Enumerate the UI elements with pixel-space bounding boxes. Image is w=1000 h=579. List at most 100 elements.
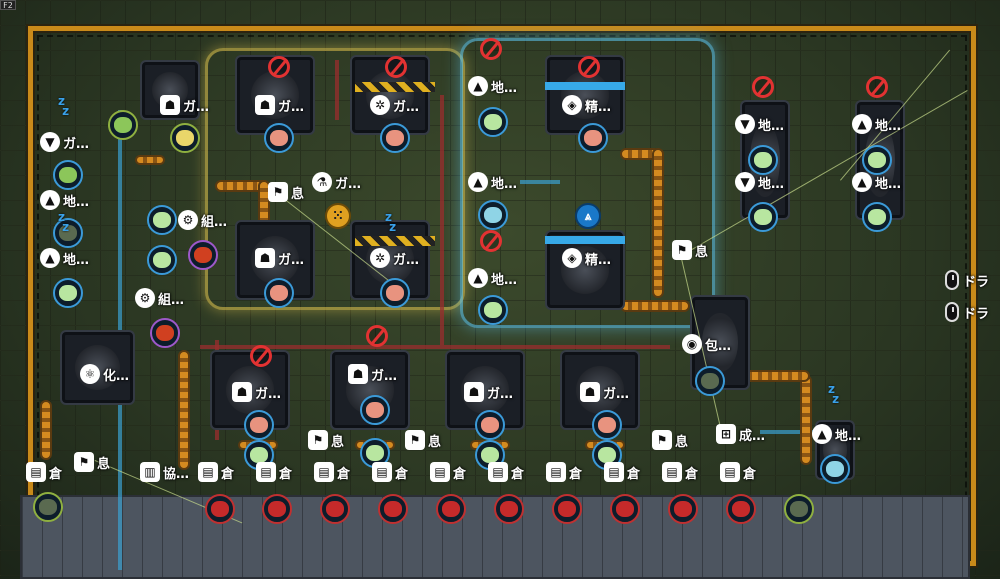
machine-label[interactable]: ▲地… bbox=[40, 248, 89, 268]
sleep-icon: z z bbox=[58, 210, 70, 234]
machine-label[interactable]: ☗ガ… bbox=[348, 364, 397, 384]
drag-control[interactable]: ドラ bbox=[945, 270, 989, 290]
beast-icon: ☗ bbox=[580, 382, 600, 402]
machine-label[interactable]: ☗ガ… bbox=[255, 248, 304, 268]
drill-icon: ✲ bbox=[370, 95, 390, 115]
machine-label[interactable]: ◈精… bbox=[562, 95, 611, 115]
storage-icon: ▤ bbox=[198, 462, 218, 482]
hazard-stripe bbox=[355, 82, 435, 92]
resource-icon bbox=[748, 202, 778, 232]
resource-icon bbox=[264, 278, 294, 308]
machine-label[interactable]: ▲地… bbox=[812, 424, 861, 444]
storage-label[interactable]: ▤倉 bbox=[256, 462, 292, 482]
resource-icon bbox=[108, 110, 138, 140]
resource-icon bbox=[150, 318, 180, 348]
disabled-icon[interactable] bbox=[752, 76, 774, 98]
rest-label[interactable]: ⚑息 bbox=[308, 430, 344, 450]
beast-icon: ☗ bbox=[255, 248, 275, 268]
machine-label[interactable]: ⚗ガ… bbox=[312, 172, 361, 192]
machine-label[interactable]: ◈精… bbox=[562, 248, 611, 268]
disabled-icon[interactable] bbox=[385, 56, 407, 78]
rest-icon: ⚑ bbox=[308, 430, 328, 450]
machine-label[interactable]: ☗ガ… bbox=[580, 382, 629, 402]
resource-icon bbox=[147, 245, 177, 275]
storage-label[interactable]: ▤倉 bbox=[314, 462, 350, 482]
disabled-icon[interactable] bbox=[366, 325, 388, 347]
disabled-icon[interactable] bbox=[480, 38, 502, 60]
rest-label[interactable]: ⚑息 bbox=[652, 430, 688, 450]
resource-icon bbox=[53, 218, 83, 248]
hazard-stripe bbox=[355, 236, 435, 246]
resource-icon bbox=[862, 202, 892, 232]
machine-label[interactable]: ⚙組… bbox=[135, 288, 184, 308]
resource-icon bbox=[748, 145, 778, 175]
machine-label[interactable]: ◉包… bbox=[682, 334, 731, 354]
resource-icon bbox=[695, 366, 725, 396]
storage-label[interactable]: ▤倉 bbox=[372, 462, 408, 482]
mountain-icon: ▲ bbox=[852, 114, 872, 134]
rest-label[interactable]: ⚑息 bbox=[405, 430, 441, 450]
machine-label[interactable]: ▲地… bbox=[852, 114, 901, 134]
resource-icon bbox=[552, 494, 582, 524]
storage-label[interactable]: ▤倉 bbox=[720, 462, 756, 482]
drag-control[interactable]: ドラ bbox=[945, 302, 989, 322]
chem-icon: ⚛ bbox=[80, 364, 100, 384]
machine-label[interactable]: ⚛化… bbox=[80, 364, 129, 384]
storage-icon: ▤ bbox=[26, 462, 46, 482]
rest-label[interactable]: ⚑息 bbox=[672, 240, 708, 260]
storage-label[interactable]: ▤倉 bbox=[488, 462, 524, 482]
power-node-icon[interactable]: ⁙ bbox=[325, 203, 351, 229]
power-node-icon[interactable]: ⩓ bbox=[575, 203, 601, 229]
rest-label[interactable]: ⚑息 bbox=[268, 182, 304, 202]
resource-icon bbox=[170, 123, 200, 153]
storage-label[interactable]: ▤倉 bbox=[198, 462, 234, 482]
machine-label[interactable]: ☗ガ… bbox=[160, 95, 209, 115]
resource-icon bbox=[610, 494, 640, 524]
machine-label[interactable]: ☗ガ… bbox=[255, 95, 304, 115]
resource-icon bbox=[188, 240, 218, 270]
beast-icon: ☗ bbox=[232, 382, 252, 402]
disabled-icon[interactable] bbox=[268, 56, 290, 78]
machine-label[interactable]: ▲地… bbox=[468, 76, 517, 96]
storage-label[interactable]: ▤倉 bbox=[546, 462, 582, 482]
resource-icon bbox=[820, 454, 850, 484]
pack-icon: ◉ bbox=[682, 334, 702, 354]
machine-label[interactable]: ▲地… bbox=[40, 190, 89, 210]
machine-label[interactable]: ⚙組… bbox=[178, 210, 227, 230]
disabled-icon[interactable] bbox=[866, 76, 888, 98]
mountain-icon: ▲ bbox=[40, 190, 60, 210]
rest-label[interactable]: ⚑息 bbox=[74, 452, 110, 472]
storage-label[interactable]: ▤倉 bbox=[662, 462, 698, 482]
disabled-icon[interactable] bbox=[250, 345, 272, 367]
power-bar bbox=[545, 82, 625, 90]
coop-icon: ▥ bbox=[140, 462, 160, 482]
machine-label[interactable]: ☗ガ… bbox=[464, 382, 513, 402]
machine-label[interactable]: ▲地… bbox=[468, 268, 517, 288]
drill-icon: ✲ bbox=[370, 248, 390, 268]
resource-icon bbox=[592, 410, 622, 440]
flask-icon: ⚗ bbox=[312, 172, 332, 192]
resource-icon bbox=[205, 494, 235, 524]
f2-key-hint: F2 bbox=[0, 0, 16, 10]
sleep-icon: z z bbox=[58, 94, 70, 118]
resource-icon bbox=[862, 145, 892, 175]
disabled-icon[interactable] bbox=[480, 230, 502, 252]
resource-icon bbox=[360, 395, 390, 425]
machine-label[interactable]: ⊞成… bbox=[716, 424, 765, 444]
machine-label[interactable]: ✲ガ… bbox=[370, 248, 419, 268]
yellow-zone bbox=[205, 48, 465, 310]
storage-label[interactable]: ▤倉 bbox=[430, 462, 466, 482]
machine-label[interactable]: ▲地… bbox=[468, 172, 517, 192]
disabled-icon[interactable] bbox=[578, 56, 600, 78]
machine-label[interactable]: ▼地… bbox=[735, 114, 784, 134]
rest-icon: ⚑ bbox=[405, 430, 425, 450]
machine-label[interactable]: ▼地… bbox=[735, 172, 784, 192]
storage-label[interactable]: ▤倉 bbox=[26, 462, 62, 482]
machine-label[interactable]: ▼ガ… bbox=[40, 132, 89, 152]
machine-label[interactable]: ▲地… bbox=[852, 172, 901, 192]
storage-label[interactable]: ▤倉 bbox=[604, 462, 640, 482]
machine-label[interactable]: ✲ガ… bbox=[370, 95, 419, 115]
coop-label[interactable]: ▥協… bbox=[140, 462, 189, 482]
machine-label[interactable]: ☗ガ… bbox=[232, 382, 281, 402]
